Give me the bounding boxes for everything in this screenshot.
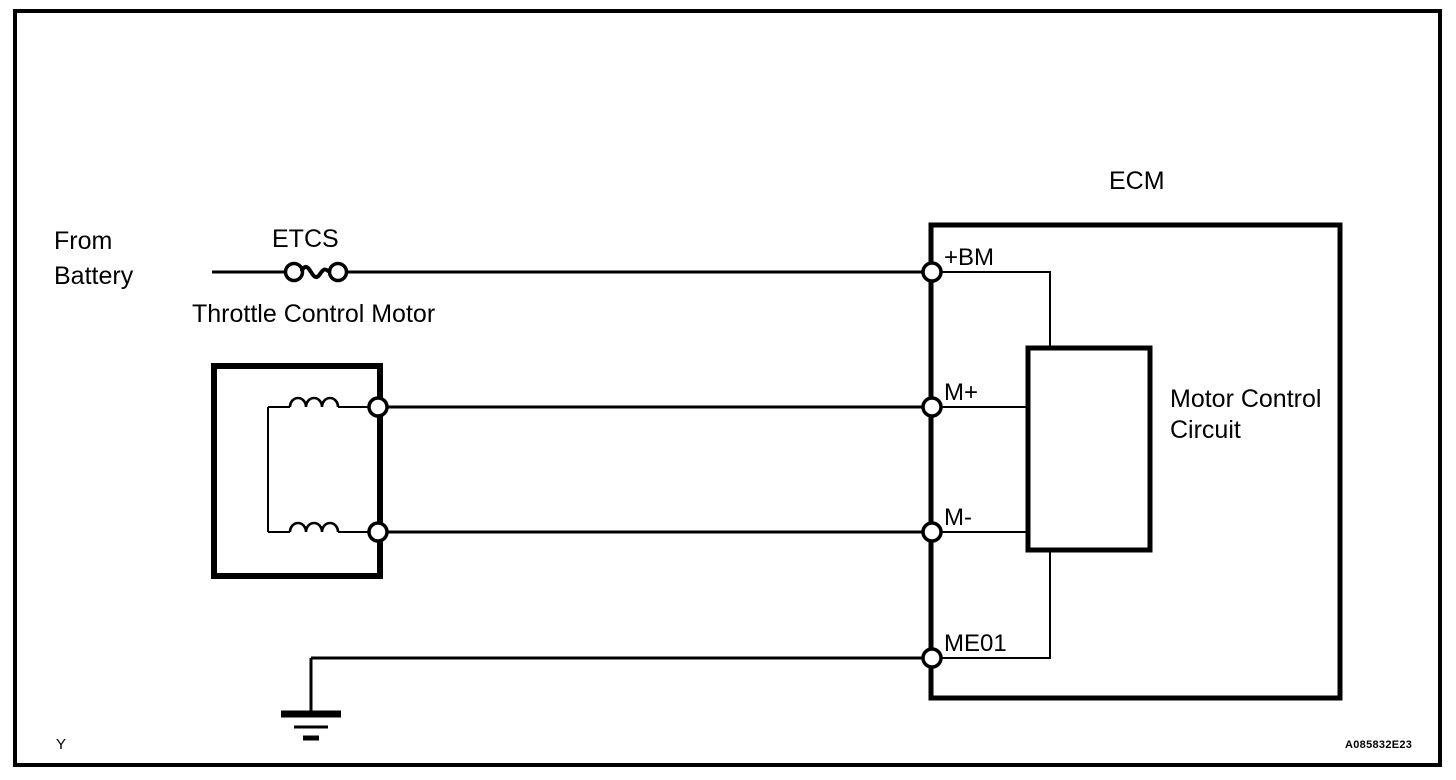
terminal-label-m-plus: M+	[944, 379, 978, 406]
motor-control-circuit-box	[1025, 345, 1153, 553]
wire-internal-bm-to-mcc	[932, 271, 1051, 348]
ecm-box	[928, 222, 1343, 701]
fuse-left-node-icon	[283, 261, 305, 283]
terminal-label-plus-bm: +BM	[944, 244, 994, 271]
throttle-control-motor-box	[211, 363, 383, 579]
terminal-node-m-minus-icon[interactable]	[921, 521, 943, 543]
terminal-node-m-plus-icon[interactable]	[921, 396, 943, 418]
label-motor-control-line1: Motor Control	[1170, 385, 1321, 413]
label-throttle-control-motor: Throttle Control Motor	[192, 300, 435, 328]
label-from-battery-line2: Battery	[54, 262, 134, 290]
motor-terminal-lower-node-icon	[367, 521, 389, 543]
fuse-squiggle-icon	[300, 265, 334, 279]
label-from-battery-line1: From	[54, 227, 112, 255]
terminal-label-me01: ME01	[944, 630, 1007, 657]
corner-mark-y: Y	[56, 736, 66, 753]
terminal-node-me01-icon[interactable]	[921, 647, 943, 669]
wire-internal-me01-to-mcc	[932, 550, 1051, 659]
label-etcs-fuse: ETCS	[272, 225, 339, 253]
terminal-label-m-minus: M-	[944, 504, 972, 531]
coil-upper-icon	[288, 396, 340, 408]
label-motor-control-line2: Circuit	[1170, 416, 1241, 444]
terminal-node-plus-bm-icon[interactable]	[921, 261, 943, 283]
coil-lower-icon	[288, 521, 340, 533]
page-frame	[13, 9, 1442, 767]
motor-terminal-upper-node-icon	[367, 396, 389, 418]
fuse-right-node-icon	[327, 261, 349, 283]
label-ecm-title: ECM	[1109, 167, 1165, 195]
figure-code: A085832E23	[1345, 739, 1412, 751]
